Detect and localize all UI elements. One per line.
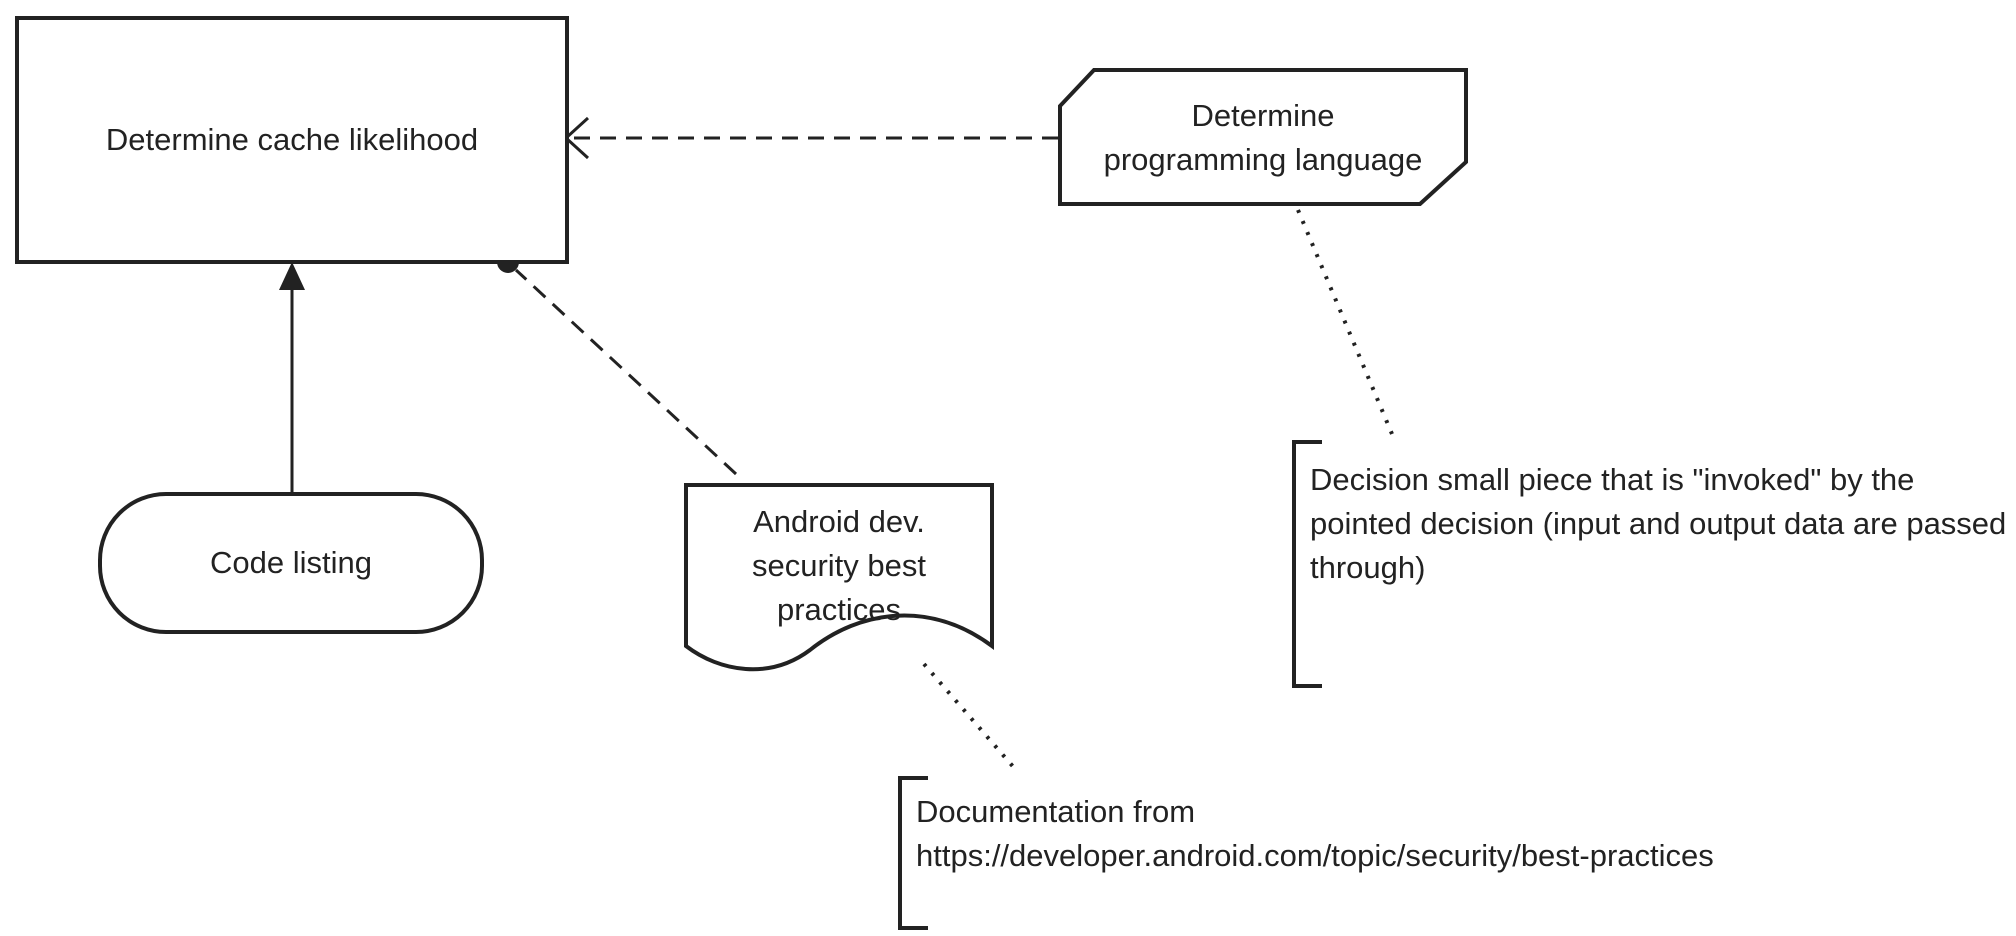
edge-code-listing-to-cache [279,262,305,494]
association-android-to-note [922,662,1018,772]
node-code-listing-label: Code listing [210,545,372,580]
edge-language-to-cache [563,116,1058,160]
node-cache-likelihood-label: Determine cache likelihood [105,122,479,157]
node-programming-language-label: Determine programming language [1103,98,1423,177]
annotation-documentation-text: Documentation from https://developer.and… [916,794,1714,873]
node-code-listing-shape[interactable] [98,492,484,634]
annotation-decision-bracket [1292,440,1322,688]
node-cache-likelihood-shape[interactable] [15,16,569,264]
annotation-decision-text: Decision small piece that is "invoked" b… [1310,462,2015,585]
annotation-documentation-bracket [898,776,928,930]
node-programming-language-shape[interactable] [1058,68,1468,206]
edge-android-to-cache [497,251,738,476]
association-language-to-note [1296,209,1394,435]
node-android-best-practices-shape[interactable] [684,483,994,672]
node-android-best-practices-label: Android dev. security best practices [751,504,926,627]
